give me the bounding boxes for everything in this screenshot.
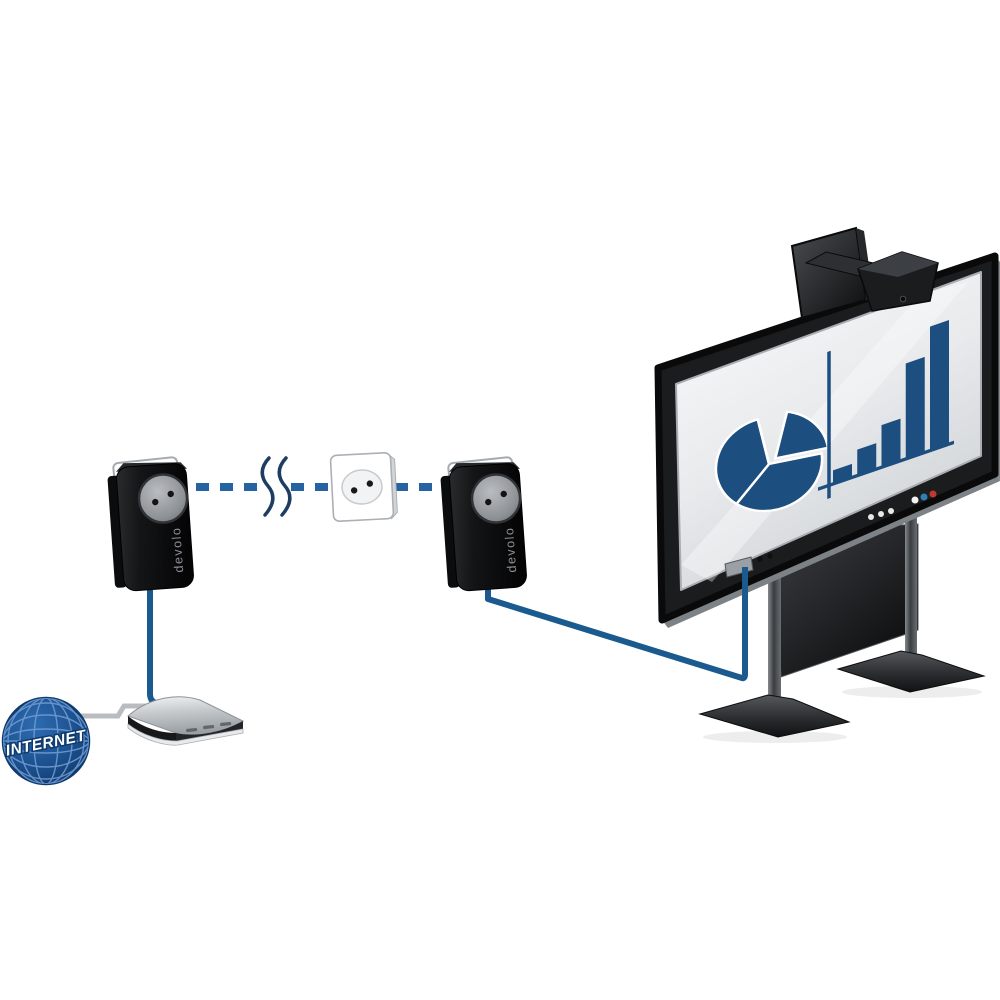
bezel-button-blue[interactable]: [920, 493, 928, 501]
pie-chart: [714, 410, 830, 513]
projector-mount: [790, 226, 939, 320]
bar-chart-bars: [833, 320, 949, 484]
stand-base-left: [698, 694, 851, 738]
outlet-hole: [366, 480, 374, 487]
bar-chart: [818, 320, 954, 499]
bezel-button[interactable]: [888, 508, 894, 514]
ethernet-cable-internet-to-router: [80, 703, 158, 719]
router-ports: [186, 721, 232, 733]
outlet-hole: [350, 487, 358, 494]
router: [127, 696, 245, 746]
bezel-button[interactable]: [868, 514, 874, 520]
pie-slice-2: [735, 452, 824, 513]
bar-1: [833, 463, 852, 484]
adapter-socket: [137, 473, 189, 524]
signal-wave-break-icon: [260, 456, 292, 517]
bar-3: [881, 418, 901, 468]
stand-pole-right: [905, 490, 917, 666]
projector-head: [857, 251, 939, 312]
bezel-button-power[interactable]: [911, 496, 919, 504]
pie-chart-slices: [714, 410, 830, 513]
projector-lens-icon: [899, 295, 907, 303]
adapter-brand-right: devolo: [502, 526, 519, 573]
pie-slice-3: [714, 418, 771, 506]
wall-outlet: [329, 451, 398, 523]
display-input-connector: [724, 553, 773, 578]
powerline-adapter-right: devolo: [440, 462, 527, 592]
bezel-button[interactable]: [878, 511, 884, 517]
powerline-adapter-left: devolo: [107, 462, 194, 592]
bar-4: [905, 356, 925, 459]
ethernet-cable-adapter-to-display: [485, 576, 748, 682]
stand-base-right: [836, 650, 986, 693]
stand-shadow-left: [703, 731, 847, 743]
bar-2: [857, 443, 877, 476]
bezel-button-red[interactable]: [929, 490, 937, 498]
adapter-socket: [470, 473, 522, 524]
internet-globe: INTERNET: [1, 696, 91, 786]
display-control-buttons[interactable]: [868, 490, 937, 521]
ethernet-cable-adapter-to-router: [147, 575, 176, 710]
globe-grid-lines: [3, 698, 89, 784]
adapter-brand-left: devolo: [169, 526, 186, 573]
bar-5: [930, 320, 949, 451]
